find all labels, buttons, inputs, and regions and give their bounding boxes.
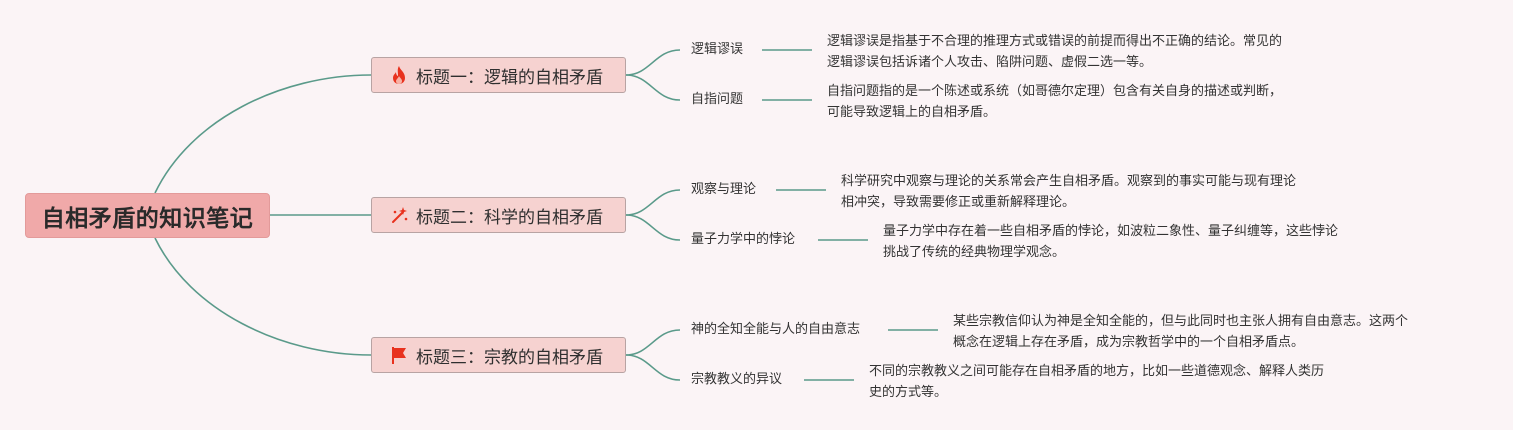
topic-logical-fallacy[interactable]: 逻辑谬误 <box>691 42 744 57</box>
description-line: 逻辑谬误包括诉诸个人攻击、陷阱问题、虚假二选一等。 <box>827 55 1153 70</box>
description-omnipotence-free-will[interactable]: 某些宗教信仰认为神是全知全能的，但与此同时也主张人拥有自由意志。这两个 概念在逻… <box>953 311 1408 353</box>
branch-node-religion[interactable]: 标题三：宗教的自相矛盾 <box>371 337 626 373</box>
description-line: 相冲突，导致需要修正或重新解释理论。 <box>841 195 1076 210</box>
description-line: 某些宗教信仰认为神是全知全能的，但与此同时也主张人拥有自由意志。这两个 <box>953 314 1409 329</box>
topic-observation-theory[interactable]: 观察与理论 <box>691 182 757 197</box>
description-line: 史的方式等。 <box>869 385 948 400</box>
topic-self-reference[interactable]: 自指问题 <box>691 92 744 107</box>
description-line: 量子力学中存在着一些自相矛盾的悖论，如波粒二象性、量子纠缠等，这些悖论 <box>883 224 1339 239</box>
link-root-branch-3 <box>154 237 372 356</box>
description-line: 挑战了传统的经典物理学观念。 <box>883 245 1066 260</box>
description-line: 逻辑谬误是指基于不合理的推理方式或错误的前提而得出不正确的结论。常见的 <box>827 34 1283 49</box>
description-line: 概念在逻辑上存在矛盾，成为宗教哲学中的一个自相矛盾点。 <box>953 335 1305 350</box>
branch-label: 标题一：逻辑的自相矛盾 <box>416 67 603 88</box>
root-node[interactable]: 自相矛盾的知识笔记 <box>25 193 270 238</box>
description-observation-theory[interactable]: 科学研究中观察与理论的关系常会产生自相矛盾。观察到的事实可能与现有理论 相冲突，… <box>841 171 1296 213</box>
description-self-reference[interactable]: 自指问题指的是一个陈述或系统（如哥德尔定理）包含有关自身的描述或判断， 可能导致… <box>827 81 1282 123</box>
topic-doctrinal-dissent[interactable]: 宗教教义的异议 <box>691 372 783 387</box>
branch-label: 标题三：宗教的自相矛盾 <box>416 347 603 368</box>
topic-omnipotence-free-will[interactable]: 神的全知全能与人的自由意志 <box>691 322 861 337</box>
description-line: 可能导致逻辑上的自相矛盾。 <box>827 105 997 120</box>
description-line: 不同的宗教教义之间可能存在自相矛盾的地方，比如一些道德观念、解释人类历 <box>869 364 1325 379</box>
flag-icon <box>388 344 410 366</box>
sparkle-icon <box>388 204 410 226</box>
link-root-branch-1 <box>154 74 372 194</box>
topic-quantum-paradox[interactable]: 量子力学中的悖论 <box>691 232 796 247</box>
link-branch-3-topic-2 <box>625 354 681 381</box>
link-branch-1-topic-1 <box>625 49 681 76</box>
link-branch-1-topic-2 <box>625 74 681 101</box>
branch-node-science[interactable]: 标题二：科学的自相矛盾 <box>371 197 626 233</box>
description-logical-fallacy[interactable]: 逻辑谬误是指基于不合理的推理方式或错误的前提而得出不正确的结论。常见的 逻辑谬误… <box>827 31 1282 73</box>
description-quantum-paradox[interactable]: 量子力学中存在着一些自相矛盾的悖论，如波粒二象性、量子纠缠等，这些悖论 挑战了传… <box>883 221 1338 263</box>
description-line: 自指问题指的是一个陈述或系统（如哥德尔定理）包含有关自身的描述或判断， <box>827 84 1283 99</box>
description-doctrinal-dissent[interactable]: 不同的宗教教义之间可能存在自相矛盾的地方，比如一些道德观念、解释人类历 史的方式… <box>869 361 1324 403</box>
link-branch-2-topic-1 <box>625 189 681 216</box>
fire-icon <box>388 64 410 86</box>
branch-node-logic[interactable]: 标题一：逻辑的自相矛盾 <box>371 57 626 93</box>
link-branch-3-topic-1 <box>625 329 681 356</box>
branch-label: 标题二：科学的自相矛盾 <box>416 207 603 228</box>
root-label: 自相矛盾的知识笔记 <box>41 205 254 232</box>
description-line: 科学研究中观察与理论的关系常会产生自相矛盾。观察到的事实可能与现有理论 <box>841 174 1297 189</box>
link-branch-2-topic-2 <box>625 214 681 241</box>
